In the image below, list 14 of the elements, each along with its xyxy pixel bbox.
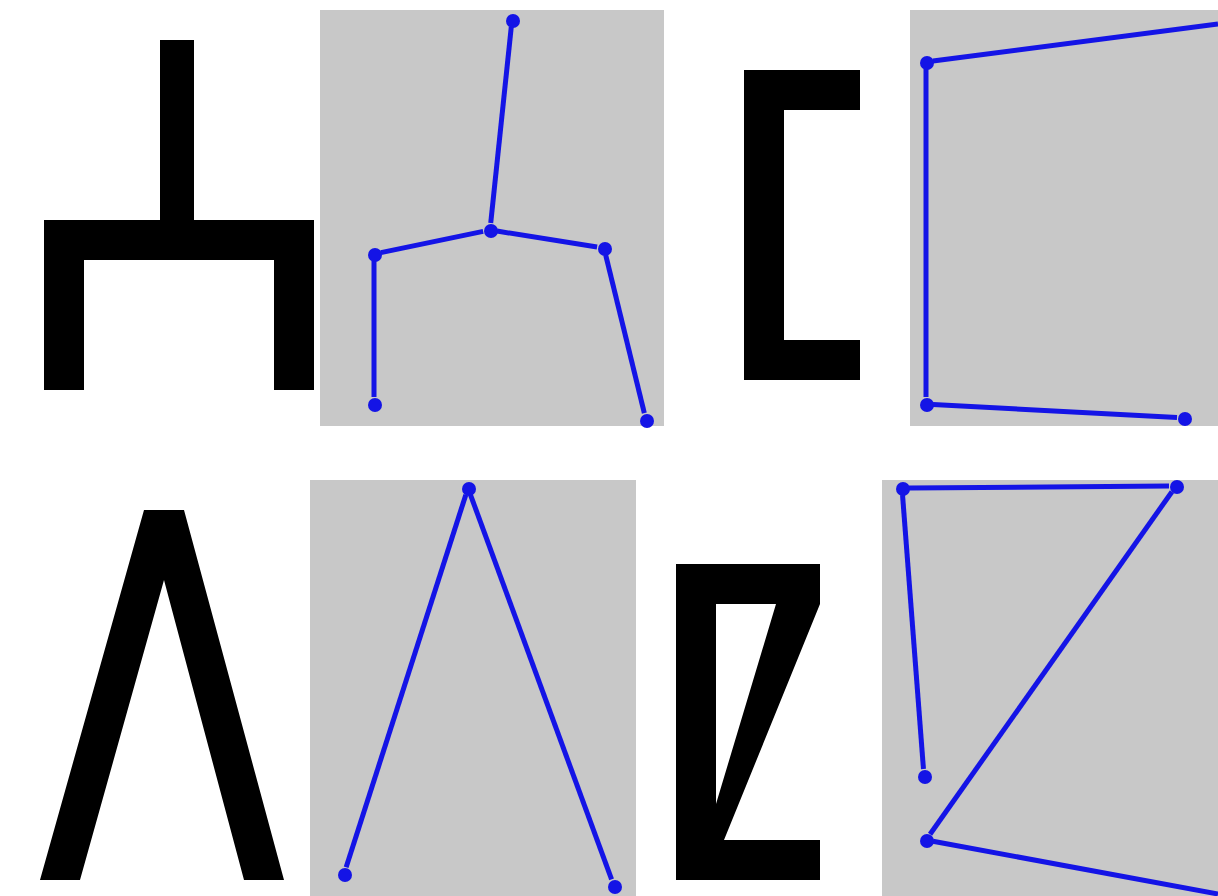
skeleton-line (380, 228, 484, 256)
skeleton-line (468, 493, 614, 881)
skeleton-line (909, 483, 1169, 491)
skeleton-line (932, 21, 1218, 64)
skeleton-line (603, 254, 647, 414)
skeleton-line (923, 69, 929, 397)
skeleton-line (371, 261, 377, 397)
skeleton-line (932, 401, 1178, 421)
skeleton-line (343, 493, 469, 869)
skeleton-line (928, 490, 1174, 836)
skeleton-line (932, 838, 1218, 896)
skeleton-line (496, 228, 598, 250)
skeleton-line (488, 26, 514, 224)
skeleton-line (900, 494, 926, 770)
